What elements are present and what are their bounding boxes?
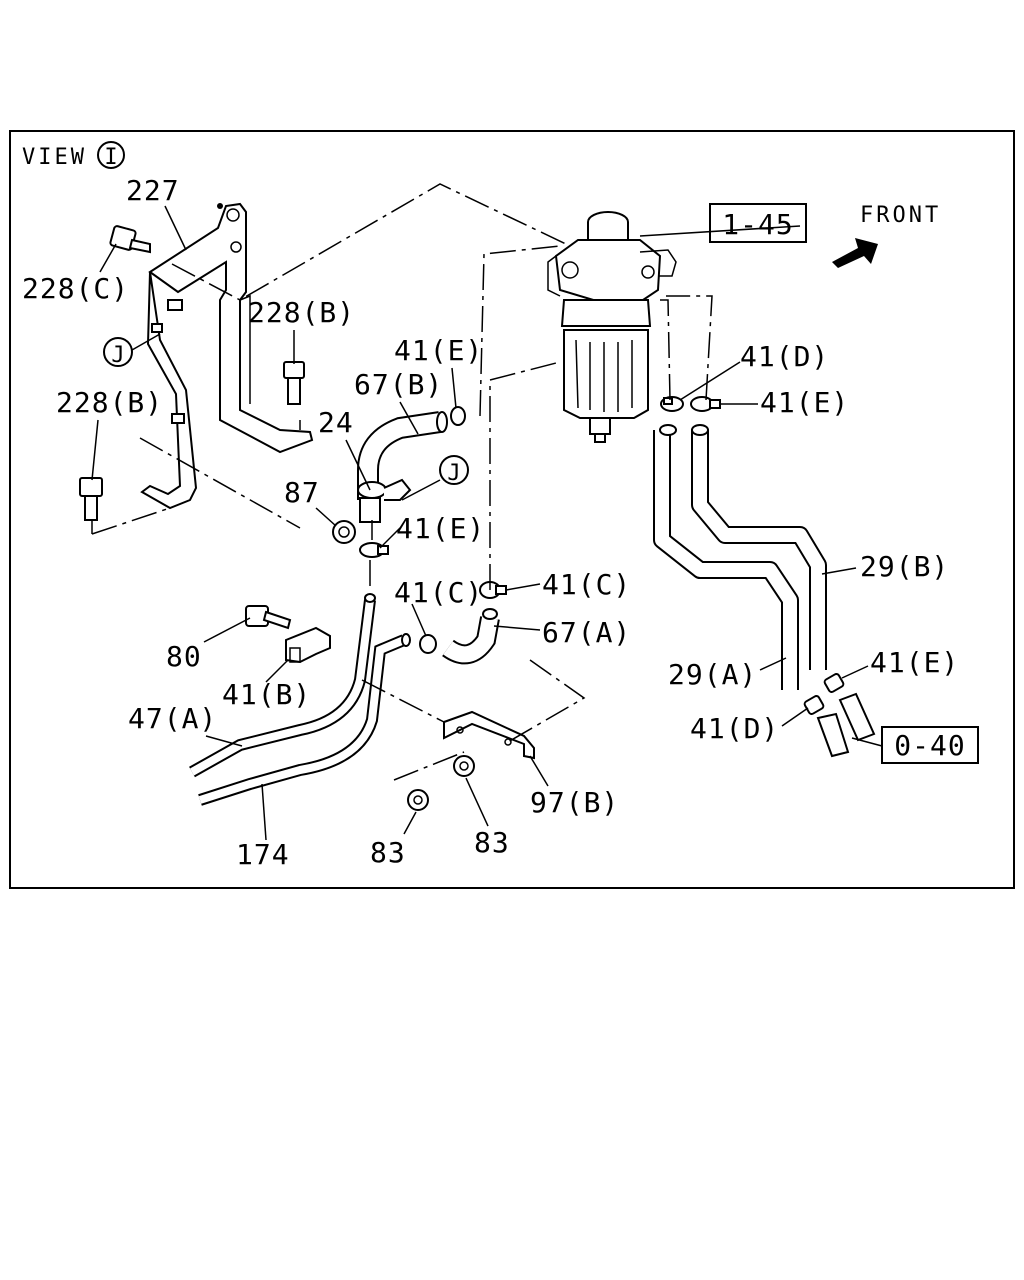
view-label: VIEW (22, 145, 87, 170)
pipe-174 (198, 633, 411, 806)
callout-83-right: 83 (474, 826, 510, 859)
hose-67a (442, 608, 500, 665)
bracket-227 (140, 202, 314, 510)
ref-box-0-40 (881, 726, 979, 764)
reference-lines (91, 183, 713, 781)
bolt-80-icon (245, 605, 292, 630)
clamp-41e-mid-icon (359, 542, 389, 558)
callout-24: 24 (318, 406, 354, 439)
leader-lines (91, 205, 883, 841)
ref-box-1-45 (709, 203, 807, 243)
callout-228b-top: 228(B) (248, 296, 355, 329)
view-marker-circle (97, 141, 125, 169)
callout-67b: 67(B) (354, 368, 443, 401)
j-marker-mid-circle (439, 455, 469, 485)
callout-29a: 29(A) (668, 658, 757, 691)
front-arrow-icon (832, 238, 878, 268)
clamp-41d-lower-icon (803, 695, 825, 715)
fuel-filter-1-45 (547, 211, 677, 443)
callout-67a: 67(A) (542, 616, 631, 649)
nut-83-left-icon (407, 789, 429, 811)
callout-41c-left: 41(C) (394, 576, 483, 609)
callout-97b: 97(B) (530, 786, 619, 819)
callout-87: 87 (284, 476, 320, 509)
callout-41d-lower: 41(D) (690, 712, 779, 745)
view-marker: I (104, 145, 117, 170)
nut-87-icon (332, 520, 356, 544)
callout-41c-right: 41(C) (542, 568, 631, 601)
pipe-47a (189, 593, 376, 778)
bolt-228b-lower-icon (79, 477, 103, 521)
front-label: FRONT (860, 203, 941, 228)
clamp-41d-upper-icon (660, 396, 684, 412)
diagram-frame (9, 130, 1015, 889)
callout-174: 174 (236, 838, 290, 871)
callout-41e-upper: 41(E) (760, 386, 849, 419)
callout-228c: 228(C) (22, 272, 129, 305)
j-marker-mid: J (447, 461, 460, 486)
hose-67b (357, 411, 448, 500)
callout-227: 227 (126, 174, 180, 207)
clip-24 (357, 478, 412, 523)
ref-0-40: 0-40 (894, 729, 965, 762)
callout-41e-top: 41(E) (394, 334, 483, 367)
bolt-228b-upper-icon (283, 361, 305, 405)
j-marker-left-circle (103, 337, 133, 367)
nut-83-right-icon (453, 755, 475, 777)
clamp-41c-right-icon (479, 581, 507, 599)
callout-29b: 29(B) (860, 550, 949, 583)
callout-41e-mid: 41(E) (396, 512, 485, 545)
j-marker-left: J (111, 343, 124, 368)
pipe-0-40 (816, 692, 876, 758)
callout-80: 80 (166, 640, 202, 673)
callout-228b-left: 228(B) (56, 386, 163, 419)
clip-41b-icon (285, 626, 331, 664)
bolt-228c-icon (109, 225, 151, 254)
ref-1-45: 1-45 (722, 208, 793, 241)
hose-29a (653, 424, 799, 690)
clamp-41e-lower-icon (823, 673, 845, 693)
callout-47a: 47(A) (128, 702, 217, 735)
hose-29b (691, 424, 827, 670)
callout-83-left: 83 (370, 836, 406, 869)
clamp-41e-upper-icon (690, 396, 721, 412)
clamp-41e-top-icon (450, 406, 466, 426)
clamp-41c-left-icon (419, 634, 437, 654)
callout-41e-lower: 41(E) (870, 646, 959, 679)
callout-41b: 41(B) (222, 678, 311, 711)
callout-41d-upper: 41(D) (740, 340, 829, 373)
bracket-97b (443, 710, 535, 760)
